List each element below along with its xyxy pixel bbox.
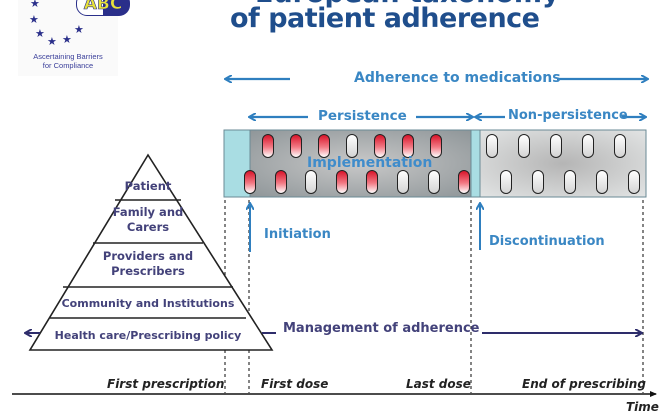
page-title: of patient adherence	[230, 3, 540, 34]
event-end-of-prescribing: End of prescribing	[522, 377, 646, 391]
missed-pill-icon	[305, 170, 318, 194]
event-first-prescription: First prescription	[107, 377, 225, 391]
star-icon: ★	[62, 33, 72, 46]
missed-pill-icon	[427, 170, 440, 194]
star-icon: ★	[29, 13, 39, 26]
star-icon: ★	[47, 35, 57, 48]
persistence-label: Persistence	[318, 108, 407, 124]
pyramid-level-community: Community and Institutions	[61, 297, 235, 310]
missed-pill-icon	[346, 134, 358, 158]
taken-pill-icon	[318, 134, 330, 158]
star-icon: ★	[30, 0, 40, 10]
logo-caption-line2: for Compliance	[42, 61, 94, 70]
implementation-label: Implementation	[307, 155, 433, 171]
missed-pill-icon	[486, 134, 498, 158]
taken-pill-icon	[290, 134, 302, 158]
star-icon: ★	[74, 23, 84, 36]
missed-pill-icon	[614, 134, 626, 158]
discontinuation-band	[470, 129, 481, 198]
taken-pill-icon	[430, 134, 442, 158]
time-axis-label: Time	[626, 400, 659, 414]
pyramid-level-healthcare-policy: Health care/Prescribing policy	[54, 329, 242, 342]
taken-pill-icon	[274, 170, 287, 194]
pyramid-level-providers: Providers and Prescribers	[102, 249, 194, 278]
title-line1: European taxonomy	[255, 0, 560, 9]
non-persistence-label: Non-persistence	[508, 108, 628, 123]
missed-pill-icon	[518, 134, 530, 158]
taken-pill-icon	[374, 134, 386, 158]
pyramid-level-patient: Patient	[124, 179, 172, 193]
missed-pill-icon	[582, 134, 594, 158]
abc-logo-mark: ABC	[76, 0, 130, 16]
missed-pill-icon	[500, 170, 512, 194]
taken-pill-icon	[244, 170, 256, 194]
taken-pill-icon	[366, 170, 379, 194]
missed-pill-icon	[564, 170, 576, 194]
event-first-dose: First dose	[261, 377, 329, 391]
event-last-dose: Last dose	[406, 377, 471, 391]
taken-pill-icon	[458, 170, 471, 194]
missed-pill-icon	[596, 170, 608, 194]
taken-pill-icon	[402, 134, 414, 158]
abc-logo: ABC ★ ★ ★ ★ ★ ★ Ascertaining Barriers fo…	[18, 0, 130, 76]
taken-pill-icon	[262, 134, 274, 158]
star-icon: ★	[35, 27, 45, 40]
taken-pill-icon	[335, 170, 348, 194]
pyramid-outline	[28, 153, 274, 351]
discontinuation-label: Discontinuation	[489, 234, 605, 249]
missed-pill-icon	[628, 170, 640, 194]
management-label: Management of adherence	[283, 321, 480, 336]
missed-pill-icon	[550, 134, 562, 158]
initiation-label: Initiation	[264, 227, 331, 242]
adherence-label: Adherence to medications	[354, 70, 561, 86]
missed-pill-icon	[397, 170, 409, 194]
pyramid-level-family: Family and Carers	[112, 205, 184, 234]
logo-caption-line1: Ascertaining Barriers	[33, 52, 103, 61]
missed-pill-icon	[532, 170, 544, 194]
